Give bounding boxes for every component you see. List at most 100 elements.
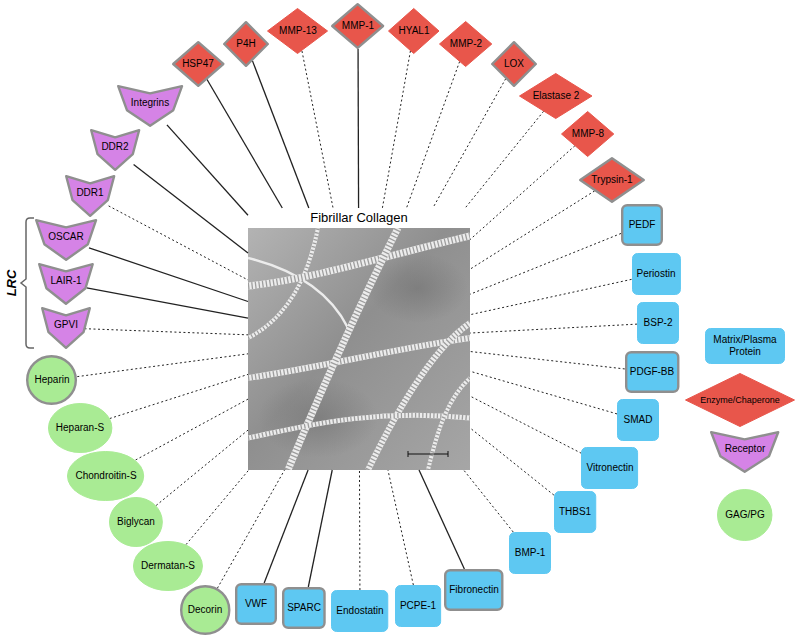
connector-line — [470, 396, 581, 453]
receptor-chevron: GPVI — [41, 307, 91, 349]
shape-outline — [706, 329, 785, 364]
node-label: Heparin — [34, 374, 69, 386]
receptor-chevron: OSCAR — [35, 219, 97, 261]
protein-box: Fibronectin — [444, 569, 503, 611]
protein-box: SMAD — [617, 399, 659, 441]
shape-outline — [520, 74, 592, 119]
node-label: Endostatin — [336, 605, 383, 617]
node-label: Dermatan-S — [141, 560, 195, 572]
node-label: Trypsin-1 — [591, 174, 632, 186]
node-label: VWF — [245, 598, 267, 610]
node-label: LAIR-1 — [50, 275, 81, 287]
connector-line — [77, 354, 248, 377]
connector-line — [167, 125, 248, 215]
gag-circle: Heparin — [26, 355, 77, 405]
protein-box: BMP-1 — [509, 532, 551, 574]
node-label: HYAL1 — [399, 25, 430, 37]
legend-entry: Enzyme/Chaperone — [685, 373, 795, 427]
connector-line — [470, 191, 595, 269]
connector-line — [357, 49, 359, 208]
connector-line — [465, 111, 543, 208]
shape-outline — [283, 588, 324, 628]
shape-outline — [332, 591, 388, 632]
connector-line — [470, 352, 625, 369]
collagen-micrograph — [248, 228, 470, 470]
shape-outline — [173, 42, 223, 86]
shape-outline — [28, 356, 77, 404]
shape-outline — [110, 498, 163, 547]
node-label: BSP-2 — [644, 317, 673, 329]
shape-outline — [224, 22, 268, 66]
shape-outline — [492, 42, 536, 86]
node-label: Integrins — [131, 97, 169, 109]
protein-box: Periostin — [632, 253, 681, 295]
receptor-chevron: LAIR-1 — [38, 263, 94, 305]
shape-outline — [626, 352, 678, 392]
gag-circle: Decorin — [180, 585, 230, 635]
shape-outline — [711, 432, 778, 472]
gag-circle: Chondroitin-S — [67, 451, 144, 501]
shape-outline — [36, 220, 96, 260]
connector-line — [89, 248, 248, 302]
shape-outline — [562, 112, 614, 157]
shape-outline — [42, 308, 90, 348]
node-label: Decorin — [188, 604, 222, 616]
legend-entry: GAG/PG — [717, 489, 772, 541]
lrc-bracket — [21, 218, 34, 348]
protein-box: PCPE-1 — [395, 585, 441, 627]
connector-line — [156, 430, 248, 505]
node-label: Heparan-S — [56, 422, 104, 434]
connector-line — [308, 470, 332, 587]
node-label: BMP-1 — [515, 547, 546, 559]
shape-outline — [582, 448, 638, 489]
gag-circle: Biglycan — [109, 497, 163, 547]
connector-line — [136, 399, 248, 460]
connector-line — [464, 470, 514, 532]
receptor-chevron: Integrins — [117, 85, 183, 127]
connector-line — [359, 470, 360, 590]
node-label: Biglycan — [117, 516, 155, 528]
connector-line — [252, 61, 308, 208]
connector-line — [388, 470, 413, 585]
node-label: PCPE-1 — [400, 600, 436, 612]
connector-line — [470, 233, 621, 294]
connector-line — [382, 51, 410, 208]
node-label: SMAD — [624, 414, 653, 426]
connector-line — [85, 329, 249, 335]
legend-label: Enzyme/Chaperone — [700, 395, 780, 406]
shape-outline — [181, 586, 229, 634]
connector-line — [134, 164, 248, 253]
legend-entry: Receptor — [710, 431, 779, 473]
connector-line — [419, 470, 464, 569]
gag-circle: Heparan-S — [48, 403, 112, 453]
node-label: P4H — [236, 38, 255, 50]
node-label: MMP-8 — [572, 128, 604, 140]
shape-outline — [91, 130, 139, 170]
enzyme-diamond: Trypsin-1 — [579, 157, 645, 203]
enzyme-diamond: Elastase 2 — [519, 73, 592, 119]
connector-line — [470, 279, 632, 314]
enzyme-diamond: MMP-2 — [439, 21, 492, 67]
node-label: THBS1 — [559, 506, 591, 518]
shape-outline — [686, 374, 795, 427]
legend-label: Receptor — [725, 443, 766, 455]
connector-line — [110, 374, 248, 418]
collagen-node: Fibrillar Collagen — [248, 208, 470, 470]
shape-outline — [134, 542, 203, 591]
receptor-chevron: DDR2 — [90, 129, 140, 171]
connector-line — [217, 470, 284, 588]
shape-outline — [510, 533, 551, 574]
connector-line — [186, 470, 249, 545]
shape-outline — [638, 303, 679, 344]
legend-label: Matrix/Plasma Protein — [710, 334, 780, 358]
protein-box: BSP-2 — [637, 302, 679, 344]
node-label: DDR2 — [101, 141, 128, 153]
node-label: MMP-2 — [450, 38, 482, 50]
enzyme-diamond: MMP-1 — [331, 3, 384, 49]
node-label: MMP-1 — [342, 20, 374, 32]
node-label: SPARC — [287, 602, 321, 614]
node-label: DDR1 — [76, 187, 103, 199]
protein-box: THBS1 — [554, 491, 596, 533]
